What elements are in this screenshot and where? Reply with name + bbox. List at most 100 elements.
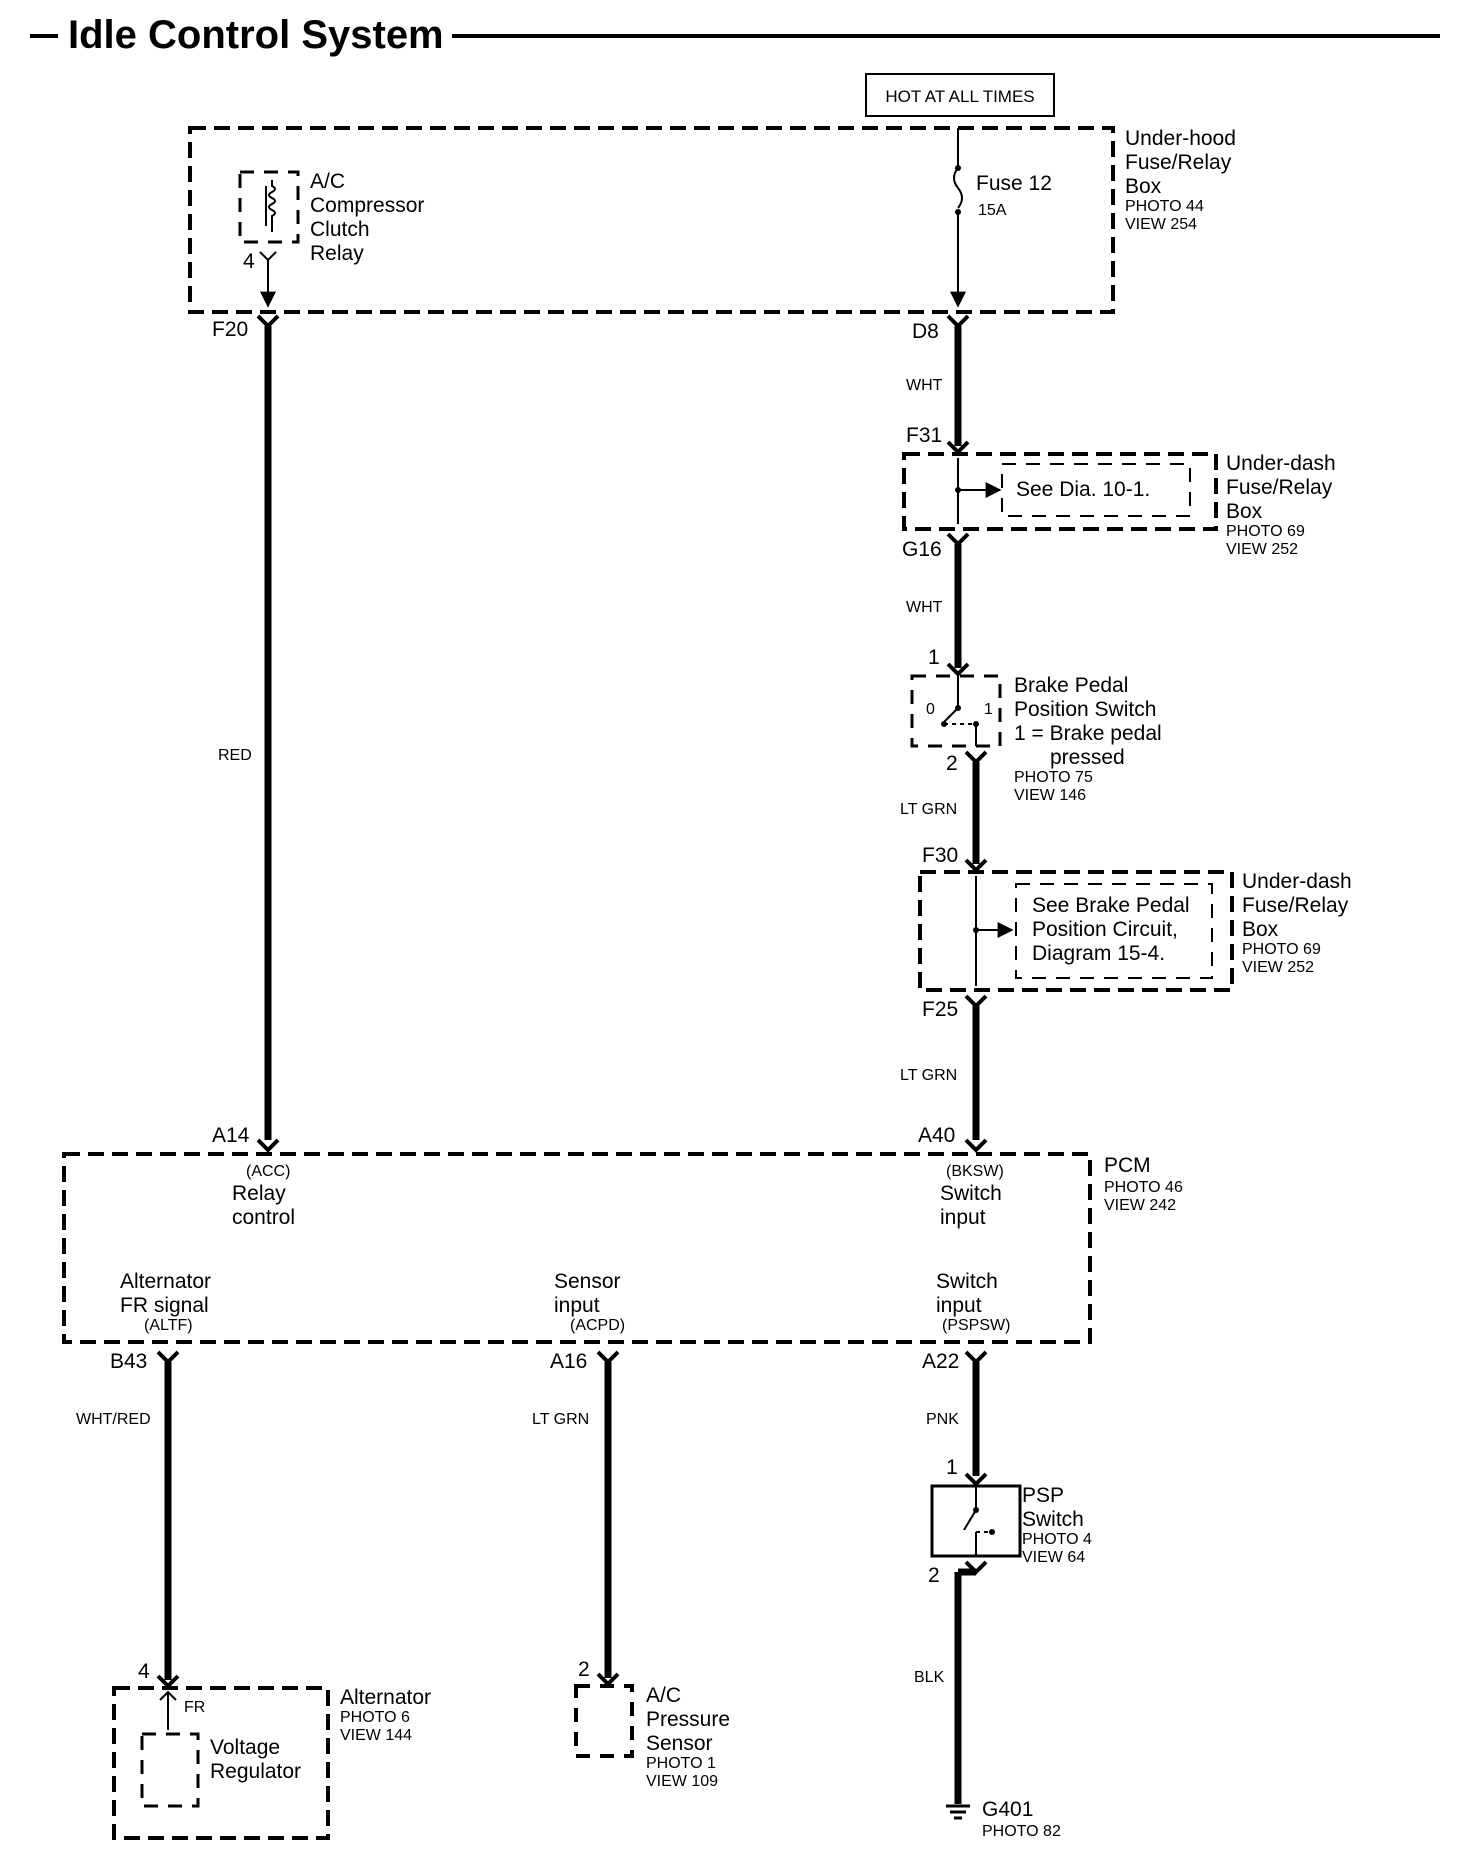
underdash-fuse-relay-box-1: F31 See Dia. 10-1. Under-dash Fuse/Relay… xyxy=(902,424,1336,561)
relay-pin: 4 xyxy=(243,250,255,273)
brake-switch-name-4: pressed xyxy=(1050,746,1125,769)
psp-switch: 1 2 PSP Switch PHOTO 4 VIEW 64 xyxy=(928,1456,1092,1587)
underdash-2-ref-1: See Brake Pedal xyxy=(1032,894,1190,917)
alternator-photo: PHOTO 6 xyxy=(340,1709,410,1726)
relay-coil-icon xyxy=(268,180,276,232)
wire-wht-2-label: WHT xyxy=(906,599,943,616)
underhood-box-name-3: Box xyxy=(1125,175,1162,198)
pcm-bksw-label-1: Switch xyxy=(940,1182,1002,1205)
pcm-acc-code: (ACC) xyxy=(246,1163,290,1180)
underhood-box-view: VIEW 254 xyxy=(1125,216,1197,233)
pcm-altf-label-2: FR signal xyxy=(120,1294,209,1317)
underdash-2-view: VIEW 252 xyxy=(1242,959,1314,976)
psp-name-2: Switch xyxy=(1022,1508,1084,1531)
fuse-name: Fuse 12 xyxy=(976,172,1052,195)
pcm-acc-label-1: Relay xyxy=(232,1182,286,1205)
brake-switch-photo: PHOTO 75 xyxy=(1014,769,1093,786)
psp-photo: PHOTO 4 xyxy=(1022,1531,1092,1548)
brake-switch-pin-2: 2 xyxy=(946,752,958,775)
underdash-1-view: VIEW 252 xyxy=(1226,541,1298,558)
fuse-icon xyxy=(953,167,963,209)
brake-switch-name-3: 1 = Brake pedal xyxy=(1014,722,1162,745)
psp-switch-contact-icon xyxy=(963,1509,977,1531)
wire-wht-red-label: WHT/RED xyxy=(76,1411,151,1428)
underdash-1-name-3: Box xyxy=(1226,500,1263,523)
title-text: Idle Control System xyxy=(68,13,444,57)
underdash-2-name-1: Under-dash xyxy=(1242,870,1352,893)
brake-switch-contact-icon xyxy=(943,707,959,723)
pin-f30: F30 xyxy=(922,844,958,867)
pcm-altf-label-1: Alternator xyxy=(120,1270,211,1293)
ac-sensor-photo: PHOTO 1 xyxy=(646,1755,716,1772)
underdash-2-name-2: Fuse/Relay xyxy=(1242,894,1349,917)
underdash-fuse-relay-box-2: F30 See Brake Pedal Position Circuit, Di… xyxy=(918,844,1352,1021)
brake-switch-view: VIEW 146 xyxy=(1014,787,1086,804)
underdash-1-name-1: Under-dash xyxy=(1226,452,1336,475)
wire-wht-1-label: WHT xyxy=(906,377,943,394)
ac-compressor-clutch-relay: A/C Compressor Clutch Relay 4 xyxy=(238,170,424,308)
pcm-pspsw-label-2: input xyxy=(936,1294,982,1317)
pcm-pspsw-label-1: Switch xyxy=(936,1270,998,1293)
brake-switch-pin-1: 1 xyxy=(928,646,940,669)
power-source-label: HOT AT ALL TIMES xyxy=(865,73,1055,117)
ac-sensor-name-3: Sensor xyxy=(646,1732,713,1755)
pin-g16: G16 xyxy=(902,538,942,561)
pin-f31: F31 xyxy=(906,424,942,447)
ac-sensor-pin: 2 xyxy=(578,1658,590,1681)
pin-d8: D8 xyxy=(912,320,939,343)
pcm-view: VIEW 242 xyxy=(1104,1197,1176,1214)
underdash-1-photo: PHOTO 69 xyxy=(1226,523,1305,540)
underhood-fuse-relay-box: Under-hood Fuse/Relay Box PHOTO 44 VIEW … xyxy=(188,126,1236,314)
underhood-box-name-2: Fuse/Relay xyxy=(1125,151,1232,174)
ground-icon xyxy=(946,1804,970,1820)
brake-switch-name-2: Position Switch xyxy=(1014,698,1156,721)
pin-a40: A40 xyxy=(918,1124,955,1147)
brake-switch-name-1: Brake Pedal xyxy=(1014,674,1128,697)
pin-a16: A16 xyxy=(550,1350,587,1373)
ground-photo: PHOTO 82 xyxy=(982,1823,1061,1840)
ac-sensor-view: VIEW 109 xyxy=(646,1773,718,1790)
pin-f25: F25 xyxy=(922,998,958,1021)
pcm: A14 A40 (ACC) Relay control (BKSW) Switc… xyxy=(62,1124,1183,1373)
brake-switch-pos-1: 1 xyxy=(984,701,993,718)
ac-pressure-sensor: 2 A/C Pressure Sensor PHOTO 1 VIEW 109 xyxy=(574,1658,730,1790)
pcm-name: PCM xyxy=(1104,1154,1151,1177)
relay-name-2: Compressor xyxy=(310,194,424,217)
alternator-name: Alternator xyxy=(340,1686,431,1709)
ac-sensor-name-1: A/C xyxy=(646,1684,681,1707)
regulator-name-1: Voltage xyxy=(210,1736,280,1759)
wire-lt-grn-3-label: LT GRN xyxy=(532,1411,589,1428)
psp-pin-1: 1 xyxy=(946,1456,958,1479)
underdash-2-ref-2: Position Circuit, xyxy=(1032,918,1178,941)
relay-name-1: A/C xyxy=(310,170,345,193)
power-source-text: HOT AT ALL TIMES xyxy=(885,87,1034,106)
pcm-acc-label-2: control xyxy=(232,1206,295,1229)
pcm-bksw-code: (BKSW) xyxy=(946,1163,1004,1180)
underhood-box-photo: PHOTO 44 xyxy=(1125,198,1204,215)
underdash-2-photo: PHOTO 69 xyxy=(1242,941,1321,958)
wire-red-label: RED xyxy=(218,747,252,764)
wire-lt-grn-2-label: LT GRN xyxy=(900,1067,957,1084)
ac-sensor-name-2: Pressure xyxy=(646,1708,730,1731)
pin-a14: A14 xyxy=(212,1124,250,1147)
brake-switch-pos-0: 0 xyxy=(926,701,935,718)
alternator: 4 FR Voltage Regulator Alternator PHOTO … xyxy=(112,1660,431,1840)
wire-pnk-label: PNK xyxy=(926,1411,959,1428)
psp-name-1: PSP xyxy=(1022,1484,1064,1507)
pcm-acpd-code: (ACPD) xyxy=(570,1317,625,1334)
alternator-fr: FR xyxy=(184,1699,205,1716)
diagram-title: Idle Control System xyxy=(30,13,1440,57)
wire-blk-label: BLK xyxy=(914,1669,945,1686)
pcm-bksw-label-2: input xyxy=(940,1206,986,1229)
ground-name: G401 xyxy=(982,1798,1033,1821)
relay-pin-connector xyxy=(259,251,277,262)
relay-name-4: Relay xyxy=(310,242,364,265)
alternator-pin: 4 xyxy=(138,1660,150,1683)
alternator-view: VIEW 144 xyxy=(340,1727,412,1744)
pin-f20: F20 xyxy=(212,318,248,341)
wire-lt-grn-1-label: LT GRN xyxy=(900,801,957,818)
underdash-1-name-2: Fuse/Relay xyxy=(1226,476,1333,499)
ground-g401: G401 PHOTO 82 xyxy=(946,1798,1061,1840)
pin-a22: A22 xyxy=(922,1350,959,1373)
